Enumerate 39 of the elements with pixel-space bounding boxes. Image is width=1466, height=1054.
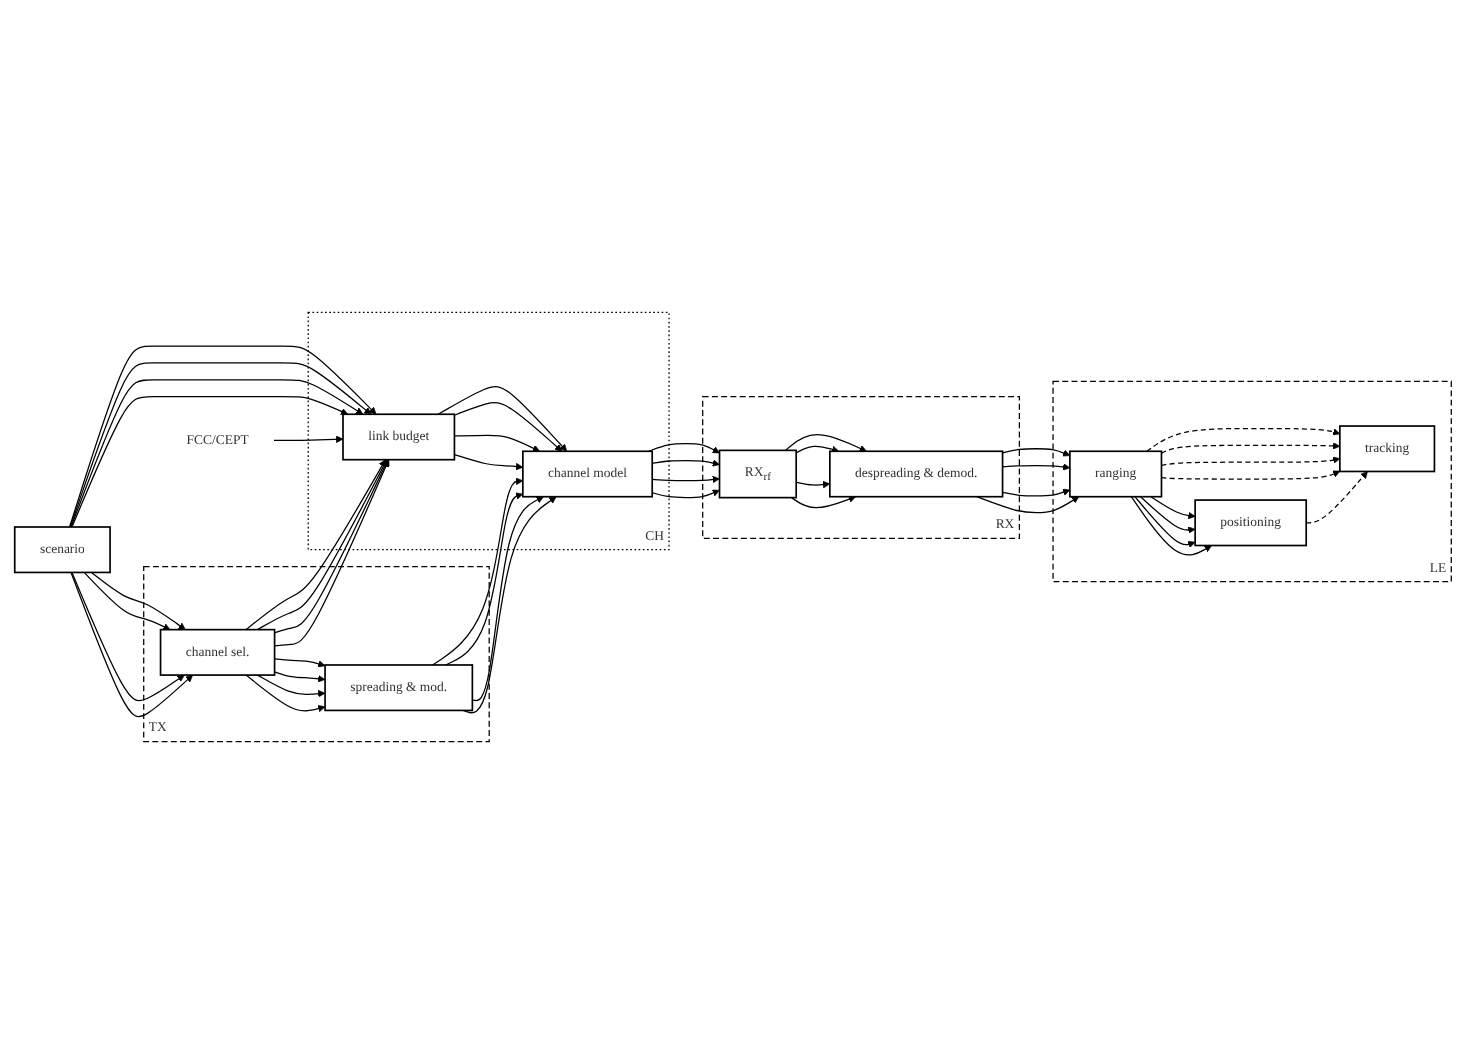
arrow [83,571,171,631]
arrow [1146,427,1341,452]
arrow [651,489,720,499]
arrow [273,671,326,683]
arrow [1150,496,1196,520]
arrow [1139,496,1196,534]
arrow [453,434,541,452]
arrow [1160,470,1341,480]
arrow [1160,442,1341,454]
arrow [453,401,563,452]
arrow [1001,448,1071,457]
arrow [784,434,867,452]
arrow [445,492,524,666]
arrow [70,571,193,718]
arrow [1305,471,1368,524]
arrow [453,453,524,471]
arrow [462,496,557,714]
arrow [245,674,326,713]
arrow [1134,496,1196,548]
arrow [795,445,840,454]
arrow [273,658,326,668]
arrow [273,435,344,443]
arrow [437,385,568,452]
arrow [471,496,544,702]
arrow [90,571,186,630]
arrow [1130,496,1212,556]
arrow [71,395,349,528]
arrow [976,496,1080,514]
arrow [651,475,720,484]
arrow [432,477,524,666]
arrow [795,480,831,489]
arrow [71,571,185,702]
arrow [1001,488,1071,497]
arrow [1160,456,1341,466]
arrow [256,674,326,698]
arrow [651,459,720,467]
arrow [648,443,720,454]
arrow [790,495,856,509]
arrow [1001,463,1071,471]
